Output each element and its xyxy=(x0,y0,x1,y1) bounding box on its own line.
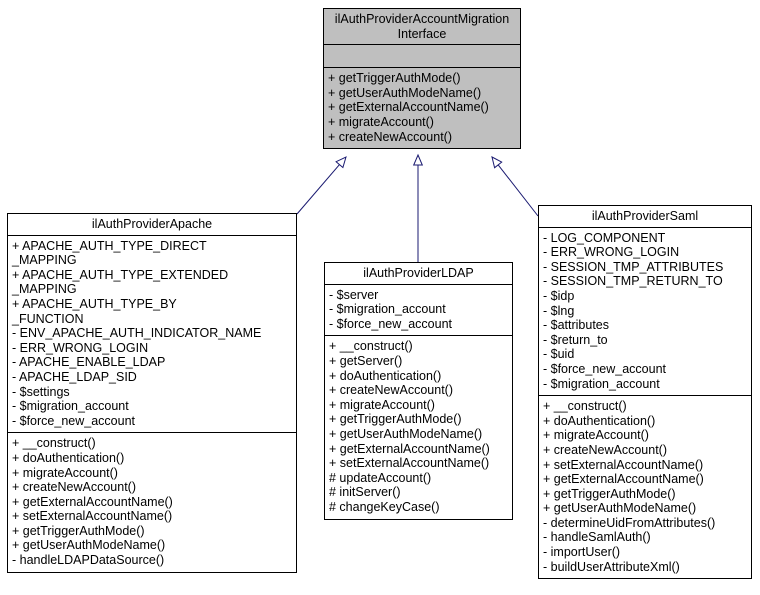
attribute-line: - ERR_WRONG_LOGIN xyxy=(12,340,149,355)
method-line: + getServer() xyxy=(329,353,403,368)
method-line: + migrateAccount() xyxy=(328,114,434,129)
method-line: + getUserAuthModeName() xyxy=(12,538,166,553)
class-title-line: ilAuthProviderSaml xyxy=(591,209,699,223)
attribute-line: _FUNCTION xyxy=(12,311,84,326)
method-line: + getTriggerAuthMode() xyxy=(12,523,145,538)
class-title-line: ilAuthProviderLDAP xyxy=(363,266,474,280)
method-line: + getTriggerAuthMode() xyxy=(328,71,461,86)
attribute-line: - LOG_COMPONENT xyxy=(543,230,666,245)
attribute-line: - $migration_account xyxy=(12,399,129,414)
attribute-line: - $uid xyxy=(543,347,575,362)
method-line: + migrateAccount() xyxy=(329,397,435,412)
attribute-line: - $lng xyxy=(543,303,575,318)
attribute-line: - $attributes xyxy=(543,318,610,333)
method-line: + setExternalAccountName() xyxy=(543,457,704,472)
method-line: + createNewAccount() xyxy=(12,480,137,495)
method-line: + getExternalAccountName() xyxy=(329,441,490,456)
method-line: + getUserAuthModeName() xyxy=(328,85,482,100)
attribute-line: - $return_to xyxy=(543,332,608,347)
attribute-line: - ENV_APACHE_AUTH_INDICATOR_NAME xyxy=(12,326,262,341)
method-line: # changeKeyCase() xyxy=(329,499,440,514)
class-title-line: ilAuthProviderAccountMigration xyxy=(334,12,510,26)
method-line: + migrateAccount() xyxy=(12,465,118,480)
method-line: + setExternalAccountName() xyxy=(329,456,490,471)
attribute-line: + APACHE_AUTH_TYPE_BY xyxy=(12,296,177,311)
method-line: + createNewAccount() xyxy=(329,383,454,398)
method-line: + getTriggerAuthMode() xyxy=(543,486,676,501)
method-line: # updateAccount() xyxy=(329,470,432,485)
method-line: + doAuthentication() xyxy=(543,413,656,428)
class-methods: + getTriggerAuthMode()+ getUserAuthModeN… xyxy=(324,67,520,148)
attribute-line: _MAPPING xyxy=(12,282,77,297)
method-line: + doAuthentication() xyxy=(12,450,125,465)
class-node-ilauthproviderldap[interactable]: ilAuthProviderLDAP - $server- $migration… xyxy=(324,262,513,520)
method-line: + getExternalAccountName() xyxy=(543,472,704,487)
class-title-line: Interface xyxy=(397,26,447,41)
method-line: - handleSamlAuth() xyxy=(543,530,651,545)
method-line: + getUserAuthModeName() xyxy=(329,426,483,441)
class-methods: + __construct()+ doAuthentication()+ mig… xyxy=(539,395,751,578)
method-line: + __construct() xyxy=(12,436,96,451)
method-line: + createNewAccount() xyxy=(328,129,453,144)
attribute-line: - APACHE_ENABLE_LDAP xyxy=(12,355,166,370)
class-title: ilAuthProviderLDAP xyxy=(325,263,512,284)
method-line: + __construct() xyxy=(543,399,627,414)
method-line: - buildUserAttributeXml() xyxy=(543,559,680,574)
method-line: - determineUidFromAttributes() xyxy=(543,515,716,530)
class-title-line: ilAuthProviderApache xyxy=(91,217,213,231)
method-line: - importUser() xyxy=(543,545,621,560)
class-attributes: - $server- $migration_account- $force_ne… xyxy=(325,283,512,336)
method-line: + getTriggerAuthMode() xyxy=(329,412,462,427)
attribute-line: - $idp xyxy=(543,288,575,303)
attribute-line: - $force_new_account xyxy=(543,361,666,376)
method-line: + migrateAccount() xyxy=(543,428,649,443)
attribute-line: - SESSION_TMP_ATTRIBUTES xyxy=(543,259,724,274)
method-line: + __construct() xyxy=(329,339,413,354)
class-title: ilAuthProviderSaml xyxy=(539,206,751,227)
generalization-arrow-ldap xyxy=(412,153,424,262)
attribute-line: + APACHE_AUTH_TYPE_EXTENDED xyxy=(12,267,229,282)
attribute-line: _MAPPING xyxy=(12,253,77,268)
attribute-line: - $force_new_account xyxy=(329,316,452,331)
attribute-line: + APACHE_AUTH_TYPE_DIRECT xyxy=(12,238,207,253)
class-methods: + __construct()+ doAuthentication()+ mig… xyxy=(8,432,296,571)
class-title: ilAuthProviderApache xyxy=(8,214,296,235)
class-attributes: + APACHE_AUTH_TYPE_DIRECT_MAPPING+ APACH… xyxy=(8,234,296,433)
generalization-arrow-apache xyxy=(296,156,347,215)
method-line: - handleLDAPDataSource() xyxy=(12,553,165,568)
attribute-line: - $migration_account xyxy=(543,376,660,391)
class-attributes xyxy=(324,44,520,67)
class-node-ilauthprovidersaml[interactable]: ilAuthProviderSaml - LOG_COMPONENT- ERR_… xyxy=(538,205,752,580)
method-line: # initServer() xyxy=(329,485,401,500)
attribute-line: - APACHE_LDAP_SID xyxy=(12,369,137,384)
method-line: + doAuthentication() xyxy=(329,368,442,383)
method-line: + getExternalAccountName() xyxy=(328,100,489,115)
method-line: + getUserAuthModeName() xyxy=(543,501,697,516)
attribute-line: - SESSION_TMP_RETURN_TO xyxy=(543,274,723,289)
attribute-line: - ERR_WRONG_LOGIN xyxy=(543,245,680,260)
class-node-ilauthproviderapache[interactable]: ilAuthProviderApache + APACHE_AUTH_TYPE_… xyxy=(7,213,297,573)
method-line: + getExternalAccountName() xyxy=(12,494,173,509)
attribute-line: - $server xyxy=(329,287,379,302)
attribute-line: - $force_new_account xyxy=(12,413,135,428)
method-line: + createNewAccount() xyxy=(543,442,668,457)
attribute-line: - $migration_account xyxy=(329,302,446,317)
generalization-arrow-saml xyxy=(491,156,539,217)
class-methods: + __construct()+ getServer()+ doAuthenti… xyxy=(325,335,512,518)
attribute-line: - $settings xyxy=(12,384,70,399)
class-attributes: - LOG_COMPONENT- ERR_WRONG_LOGIN- SESSIO… xyxy=(539,226,751,396)
method-line: + setExternalAccountName() xyxy=(12,509,173,524)
